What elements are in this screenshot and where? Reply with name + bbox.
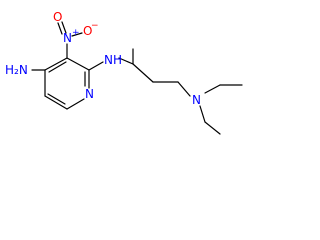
bond-ch-ch2a: [132, 63, 154, 83]
bond-n1-c6: [66, 98, 85, 110]
bond-c4-c3-double: [48, 61, 67, 73]
bond-nh-ch: [118, 57, 134, 65]
bond-nitro-n-o-minus: [71, 32, 83, 37]
nitro-o-label: O: [53, 10, 62, 24]
bond-nitro-n-o: [57, 22, 63, 35]
bond-c4-c3: [44, 57, 68, 71]
atom-labels: O − N + O H₂N NH N N: [5, 10, 201, 107]
bond-ch2b-ch2c: [177, 81, 191, 97]
amine-nh-label: NH: [104, 53, 122, 67]
ring-n-label: N: [85, 87, 94, 101]
bonds: [31, 21, 243, 135]
bond-c2-nh: [88, 61, 104, 71]
bond-c3-c2: [66, 57, 90, 71]
bond-ethyl2-ch3: [204, 121, 221, 135]
structure-svg: O − N + O H₂N NH N N: [5, 10, 243, 135]
nitro-plus-sign: +: [72, 28, 80, 38]
molecule-structure-diagram: O − N + O H₂N NH N N: [5, 10, 243, 135]
amino-nh2-label: H₂N: [5, 63, 28, 77]
nitro-minus-sign: −: [91, 21, 99, 31]
bond-c6-c5-double: [47, 93, 66, 105]
bond-nitro-n-o-double: [61, 21, 67, 34]
bond-n-ethyl2-ch2: [199, 105, 206, 123]
nitro-o-minus-label: O: [83, 24, 92, 38]
nitro-n-label: N: [63, 31, 72, 45]
bond-c6-c5: [44, 95, 68, 110]
bond-n-ethyl1-ch2: [204, 84, 221, 94]
diethylamino-n-label: N: [192, 93, 201, 107]
